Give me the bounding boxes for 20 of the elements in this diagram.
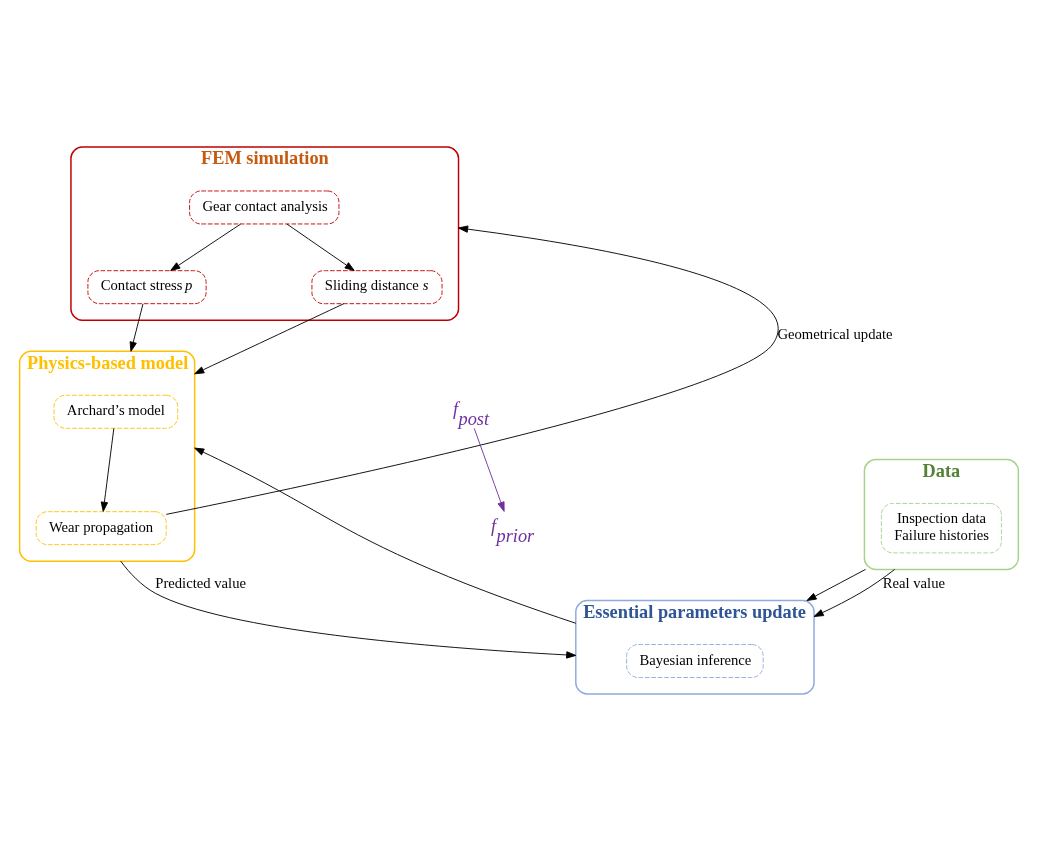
arrow xyxy=(129,303,144,352)
node-box: Gear contact analysis xyxy=(189,190,340,225)
node-box: Bayesian inference xyxy=(626,644,764,678)
arrow xyxy=(813,568,896,617)
arrow xyxy=(806,568,866,601)
arrow xyxy=(170,223,241,271)
node-box: Inspection data Failure histories xyxy=(880,502,1002,554)
node-box: Archard’s model xyxy=(53,394,179,429)
arrow xyxy=(286,223,355,271)
arrow xyxy=(100,427,115,512)
arrow xyxy=(473,427,505,512)
edge-label: Geometrical update xyxy=(777,326,893,343)
edge-label: Real value xyxy=(882,575,946,592)
edge-label: Predicted value xyxy=(155,575,246,592)
node-box: Wear propagation xyxy=(35,511,167,546)
arrow xyxy=(120,560,577,659)
arrow xyxy=(194,447,577,624)
arrow xyxy=(165,225,779,515)
node-box: Sliding distance s xyxy=(311,270,443,305)
node-box: Contact stress p xyxy=(87,270,207,305)
